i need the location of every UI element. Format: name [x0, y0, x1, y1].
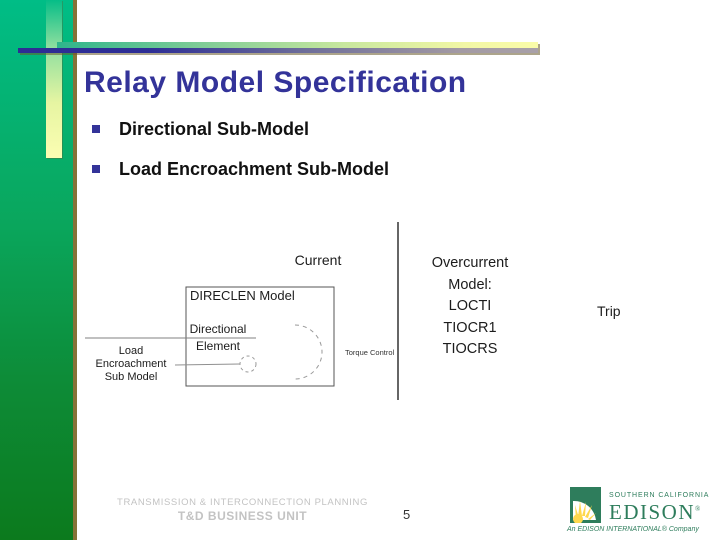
diagram-lines-layer: [85, 222, 399, 400]
square-bullet-icon: [92, 165, 100, 173]
load-encroachment-label: Load Encroachment Sub Model: [91, 345, 171, 383]
direclen-model-box: [185, 286, 335, 387]
directional-element-label: Directional Element: [184, 321, 252, 355]
sce-edison-wordmark: EDISON®: [609, 499, 705, 524]
overcurrent-model-line: Overcurrent: [431, 255, 509, 271]
sunburst-icon-art: [570, 487, 601, 524]
sunburst-icon: [570, 487, 601, 524]
slide-title: Relay Model Specification: [84, 66, 467, 99]
slide-page-number: 5: [403, 507, 411, 522]
load-encroachment-leader-line: [174, 363, 241, 366]
overcurrent-model-label: Overcurrent Model: LOCTI TIOCR1 TIOCRS: [420, 253, 520, 361]
registered-mark: ®: [695, 505, 701, 513]
direclen-model-label: DIRECLEN Model: [190, 288, 295, 303]
overcurrent-model-line: LOCTI: [448, 298, 492, 314]
load-encroachment-line: Load: [118, 345, 144, 357]
torque-control-dashed-arc: [294, 324, 323, 380]
sce-logo: SOUTHERN CALIFORNIA EDISON® An EDISON IN…: [567, 485, 710, 537]
sce-edison-word: EDISON: [609, 500, 695, 524]
square-bullet-icon: [92, 125, 100, 133]
sce-region-text: SOUTHERN CALIFORNIA: [609, 492, 710, 499]
load-encroachment-line: Encroachment: [95, 357, 167, 370]
footer-department: TRANSMISSION & INTERCONNECTION PLANNING: [117, 497, 368, 508]
overcurrent-model-line: TIOCRS: [442, 341, 498, 357]
directional-element-line: Element: [195, 339, 241, 353]
bullet-item: Load Encroachment Sub-Model: [92, 159, 389, 179]
bullet-text: Directional Sub-Model: [119, 119, 310, 139]
sidebar-border-line: [73, 0, 77, 540]
footer: TRANSMISSION & INTERCONNECTION PLANNING …: [85, 497, 400, 523]
torque-control-label: Torque Control: [345, 348, 395, 357]
load-encroachment-dashed-circle: [239, 355, 257, 373]
load-encroachment-line: Sub Model: [104, 370, 158, 383]
trip-label: Trip: [597, 303, 621, 319]
footer-business-unit: T&D BUSINESS UNIT: [177, 509, 308, 523]
sce-logo-text: SOUTHERN CALIFORNIA EDISON®: [609, 492, 710, 524]
vertical-accent-bar: [46, 0, 62, 158]
directional-element-line: Directional: [189, 322, 247, 336]
bullet-text: Load Encroachment Sub-Model: [119, 159, 390, 179]
current-label: Current: [294, 252, 342, 268]
sce-tagline: An EDISON INTERNATIONAL® Company: [567, 526, 699, 533]
bullet-item: Directional Sub-Model: [92, 119, 309, 139]
overcurrent-model-line: TIOCR1: [443, 319, 497, 336]
overcurrent-model-line: Model:: [448, 276, 492, 293]
